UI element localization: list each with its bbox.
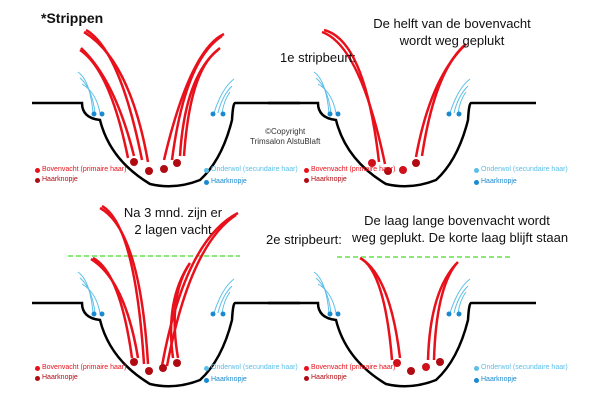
note-second-strip: De laag lange bovenvacht wordt weg geplu… — [352, 213, 569, 245]
undercoat-hairs — [313, 71, 471, 114]
legend-topcoat: Bovenvacht (primaire haar) Haarknopje — [304, 165, 395, 185]
step-label-second: 2e stripbeurt: — [266, 232, 342, 247]
topcoat-hairs — [90, 204, 239, 367]
step-label-first: 1e stripbeurt: — [280, 50, 356, 65]
topcoat-hairs — [79, 28, 225, 163]
panel-after-3-months — [32, 204, 300, 388]
legend-undercoat: Onderwol (secundaire haar) Haarknopje — [204, 363, 298, 385]
undercoat-hairs — [313, 271, 471, 314]
follicles — [91, 111, 226, 175]
legend-undercoat: Onderwol (secundaire haar) Haarknopje — [474, 363, 568, 385]
legend-topcoat: Bovenvacht (primaire haar) Haarknopje — [35, 363, 126, 383]
panel-initial — [32, 28, 300, 188]
skin-outline — [268, 301, 536, 388]
note-first-strip: De helft van de bovenvacht wordt weg gep… — [373, 16, 531, 48]
note-after-3-months: Na 3 mnd. zijn er 2 lagen vacht — [123, 205, 223, 237]
copyright: ©Copyright Trimsalon AlstuBlaft — [250, 127, 321, 146]
topcoat-hairs — [321, 28, 467, 165]
follicles — [91, 311, 226, 375]
legend-topcoat: Bovenvacht (primaire haar) Haarknopje — [304, 363, 395, 383]
undercoat-hairs — [77, 271, 235, 314]
follicles — [327, 311, 462, 375]
skin-outline — [32, 301, 300, 388]
skin-outline — [268, 101, 536, 188]
legend-topcoat: Bovenvacht (primaire haar) Haarknopje — [35, 165, 126, 185]
legend-undercoat: Onderwol (secundaire haar) Haarknopje — [204, 165, 298, 187]
legend-undercoat: Onderwol (secundaire haar) Haarknopje — [474, 165, 568, 187]
panel-second-strip — [268, 256, 536, 388]
diagram-title: *Strippen — [41, 10, 104, 26]
panel-first-strip — [268, 28, 536, 188]
undercoat-hairs — [77, 71, 235, 114]
skin-outline — [32, 101, 300, 188]
follicles — [327, 111, 462, 175]
topcoat-hairs — [359, 256, 459, 361]
